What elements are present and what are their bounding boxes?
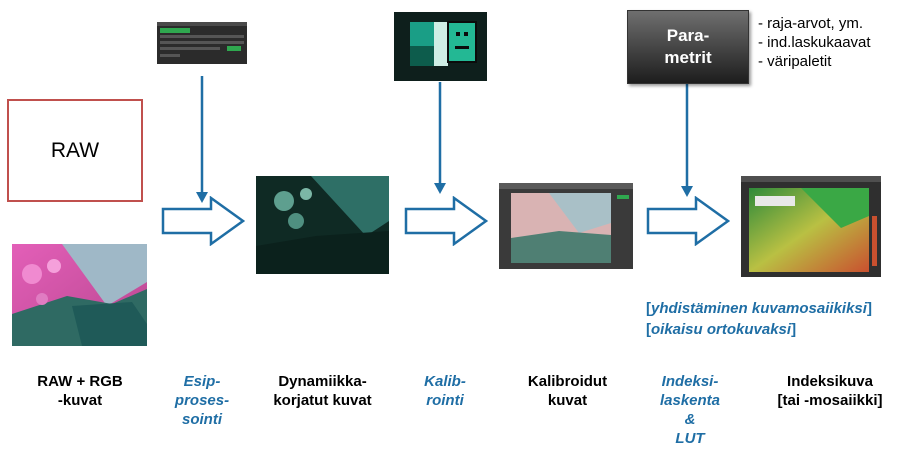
parameters-note: - raja-arvot, ym. — [758, 15, 864, 32]
parameters-box: Para- metrit — [627, 10, 749, 84]
parameters-note: - ind.laskukaavat — [758, 34, 871, 51]
bracket-note-mosaic: [yhdistäminen kuvamosaiikiksi] — [646, 300, 872, 317]
parameters-down-arrow — [681, 84, 693, 197]
parameters-box-line2: metrit — [664, 48, 712, 67]
block-arrow-3 — [646, 196, 730, 246]
caption-dynamic: Dynamiikka- korjatut kuvat — [273, 373, 372, 409]
calibrated-image — [499, 183, 633, 269]
parameters-note: - väripaletit — [758, 53, 832, 70]
block-arrow-2 — [404, 196, 488, 246]
raw-box: RAW — [7, 99, 143, 202]
preprocessing-screenshot — [157, 22, 247, 64]
bracket-notes: [yhdistäminen kuvamosaiikiksi] [oikaisu … — [646, 298, 872, 340]
calibration-target-image — [394, 12, 487, 81]
caption-index: Indeksikuva [tai -mosaiikki] — [777, 373, 883, 409]
preprocessing-down-arrow — [196, 76, 208, 203]
block-arrow-1 — [161, 196, 245, 246]
parameters-notes: - raja-arvot, ym. - ind.laskukaavat - vä… — [758, 14, 871, 71]
calibration-down-arrow — [434, 82, 446, 194]
step-preprocessing: Esip- proses- sointi — [174, 373, 230, 428]
caption-calibrated: Kalibroidut kuvat — [527, 373, 608, 409]
dynamic-corrected-image — [256, 176, 389, 274]
raw-box-label: RAW — [50, 138, 100, 162]
parameters-box-line1: Para- — [666, 26, 710, 45]
caption-raw-rgb: RAW + RGB -kuvat — [37, 373, 123, 409]
step-calibration: Kalib- rointi — [424, 373, 466, 409]
bracket-note-ortho: [oikaisu ortokuvaksi] — [646, 321, 797, 338]
step-index-calculation: Indeksi- laskenta & LUT — [659, 373, 721, 447]
raw-rgb-image — [12, 244, 147, 346]
index-image — [741, 176, 881, 277]
